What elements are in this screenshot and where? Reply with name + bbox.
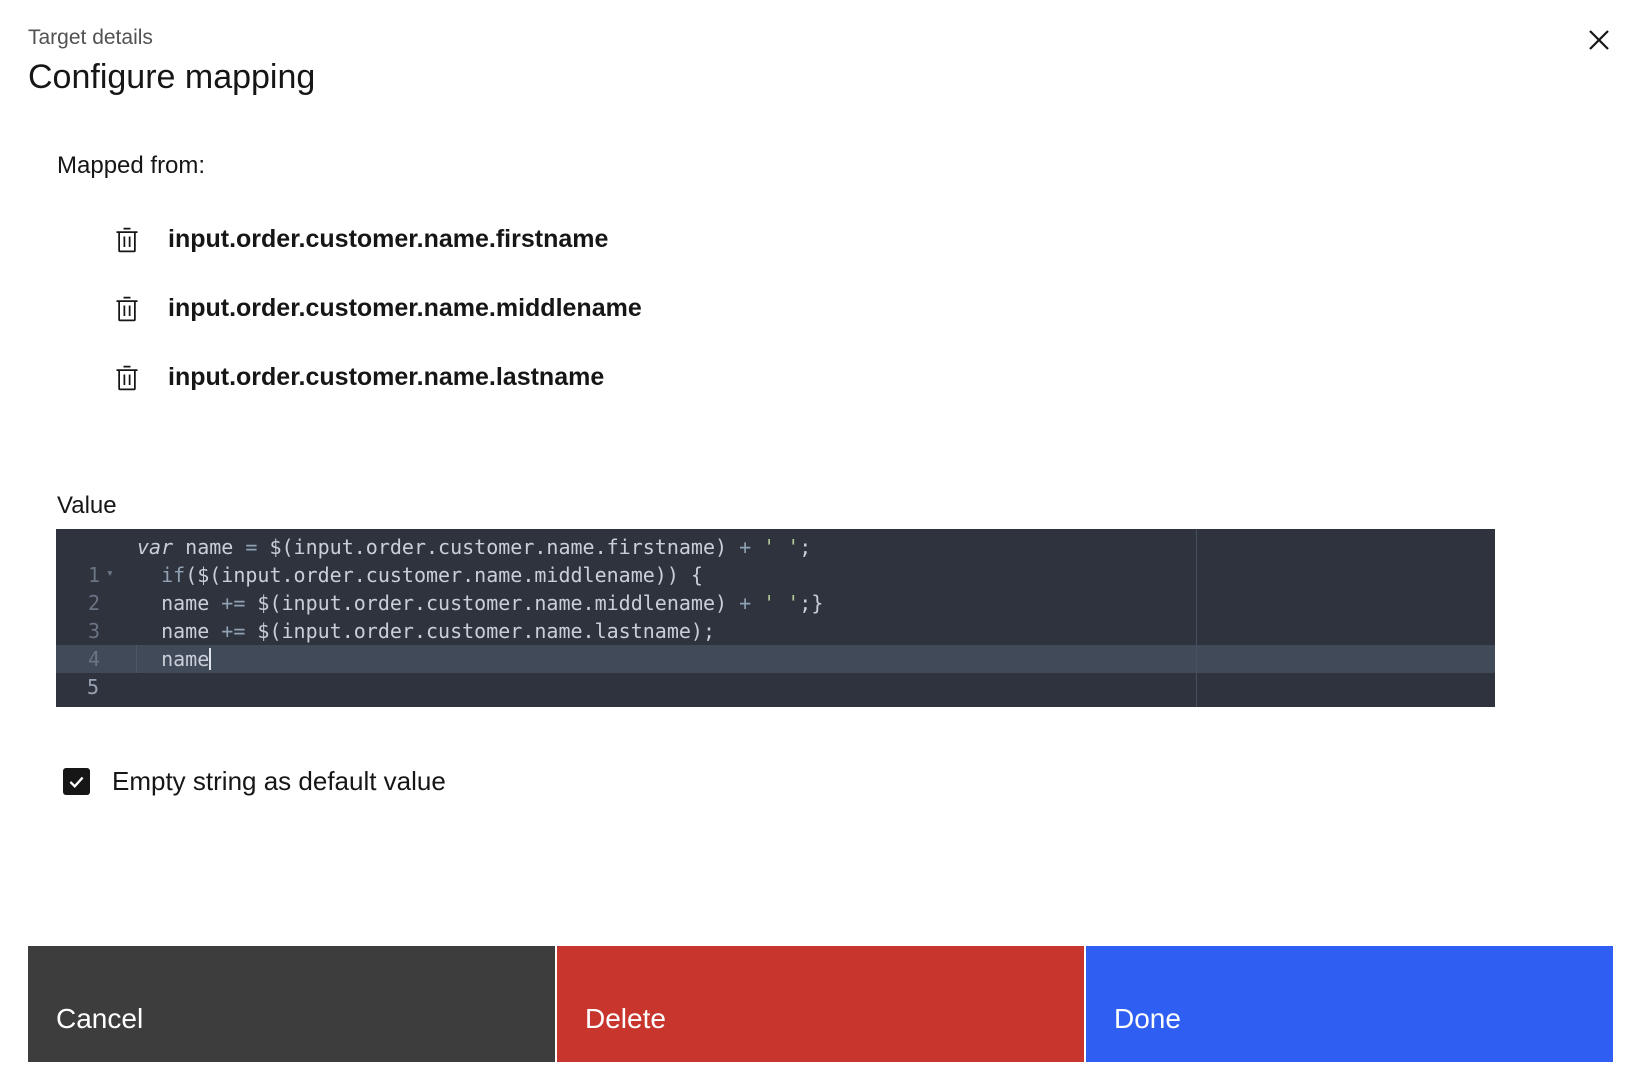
code-token: +	[739, 535, 752, 559]
print-margin-ruler	[1196, 529, 1197, 707]
empty-string-option-row: Empty string as default value	[63, 766, 446, 797]
code-line[interactable]: 4 name += $(input.order.customer.name.la…	[56, 617, 1495, 671]
code-line[interactable]: 2 ▾ if($(input.order.customer.name.middl…	[56, 561, 1495, 615]
mapped-path-label: input.order.customer.name.firstname	[168, 225, 609, 253]
text-cursor	[209, 648, 212, 670]
checkbox-label: Empty string as default value	[112, 766, 446, 796]
cancel-button[interactable]: Cancel	[28, 946, 555, 1062]
code-lines: 1 var name = $(input.order.customer.name…	[56, 533, 1495, 699]
code-token: ;}	[799, 591, 824, 615]
line-number: 1	[87, 563, 100, 587]
editor-gutter-cell: 3	[56, 589, 137, 643]
code-token: ' '	[763, 535, 800, 559]
remove-mapping-button[interactable]	[112, 294, 142, 324]
code-line[interactable]: 5 name	[56, 645, 1495, 699]
code-token: +	[739, 591, 752, 615]
value-label: Value	[57, 492, 117, 519]
mapped-from-row: input.order.customer.name.firstname	[112, 205, 1012, 274]
code-token: +=	[221, 591, 246, 615]
code-text: var name = $(input.order.customer.name.f…	[137, 533, 1495, 561]
code-editor[interactable]: 1 var name = $(input.order.customer.name…	[56, 529, 1495, 707]
editor-gutter-cell: 5	[56, 645, 137, 699]
close-button[interactable]	[1577, 18, 1621, 62]
code-text: name += $(input.order.customer.name.last…	[137, 617, 1495, 645]
remove-mapping-button[interactable]	[112, 225, 142, 255]
code-token	[137, 563, 161, 587]
code-line[interactable]: 3 name += $(input.order.customer.name.mi…	[56, 589, 1495, 643]
trash-can-icon	[116, 227, 138, 252]
code-token: var	[137, 535, 174, 559]
code-token: $(input.order.customer.name.middlename)	[245, 591, 740, 615]
code-token: name	[137, 591, 222, 615]
code-token: $(input.order.customer.name.firstname)	[257, 535, 740, 559]
code-token: ($(input.order.customer.name.middlename)…	[185, 563, 703, 587]
empty-string-checkbox[interactable]	[63, 768, 90, 795]
mapped-from-row: input.order.customer.name.middlename	[112, 274, 1012, 343]
code-text: name += $(input.order.customer.name.midd…	[137, 589, 1495, 617]
code-token: +=	[221, 619, 246, 643]
editor-gutter-cell: 2 ▾	[56, 561, 137, 615]
code-line[interactable]: 1 var name = $(input.order.customer.name…	[56, 533, 1495, 587]
trash-can-icon	[116, 296, 138, 321]
mapped-path-label: input.order.customer.name.middlename	[168, 294, 642, 322]
mapped-from-label: Mapped from:	[57, 152, 206, 179]
checkmark-icon	[69, 776, 84, 788]
code-token: =	[245, 535, 258, 559]
remove-mapping-button[interactable]	[112, 363, 142, 393]
code-text: if($(input.order.customer.name.middlenam…	[137, 561, 1495, 589]
code-token: name	[137, 647, 210, 671]
line-number: 5	[86, 675, 99, 699]
code-token: name	[137, 619, 222, 643]
trash-can-icon	[116, 365, 138, 390]
line-number: 2	[87, 591, 100, 615]
code-token: $(input.order.customer.name.lastname);	[245, 619, 715, 643]
mapped-path-label: input.order.customer.name.lastname	[168, 363, 605, 391]
code-token: ' '	[763, 591, 800, 615]
line-number: 4	[87, 647, 100, 671]
close-icon	[1589, 30, 1609, 50]
fold-chevron-icon[interactable]: ▾	[106, 566, 114, 581]
mapped-from-row: input.order.customer.name.lastname	[112, 343, 1012, 412]
panel-subtitle: Target details	[28, 26, 153, 49]
done-button[interactable]: Done	[1086, 946, 1613, 1062]
code-token: if	[161, 563, 186, 587]
code-token: ;	[799, 535, 812, 559]
code-text: name	[137, 645, 1495, 673]
mapped-from-list: input.order.customer.name.firstname inpu…	[112, 205, 1012, 412]
editor-gutter-cell: 4	[56, 617, 137, 671]
line-number: 3	[87, 619, 100, 643]
delete-button[interactable]: Delete	[557, 946, 1084, 1062]
code-token	[751, 535, 763, 559]
page-title: Configure mapping	[28, 58, 316, 96]
editor-gutter-cell: 1	[56, 533, 137, 587]
code-token	[751, 591, 763, 615]
code-token: name	[173, 535, 246, 559]
